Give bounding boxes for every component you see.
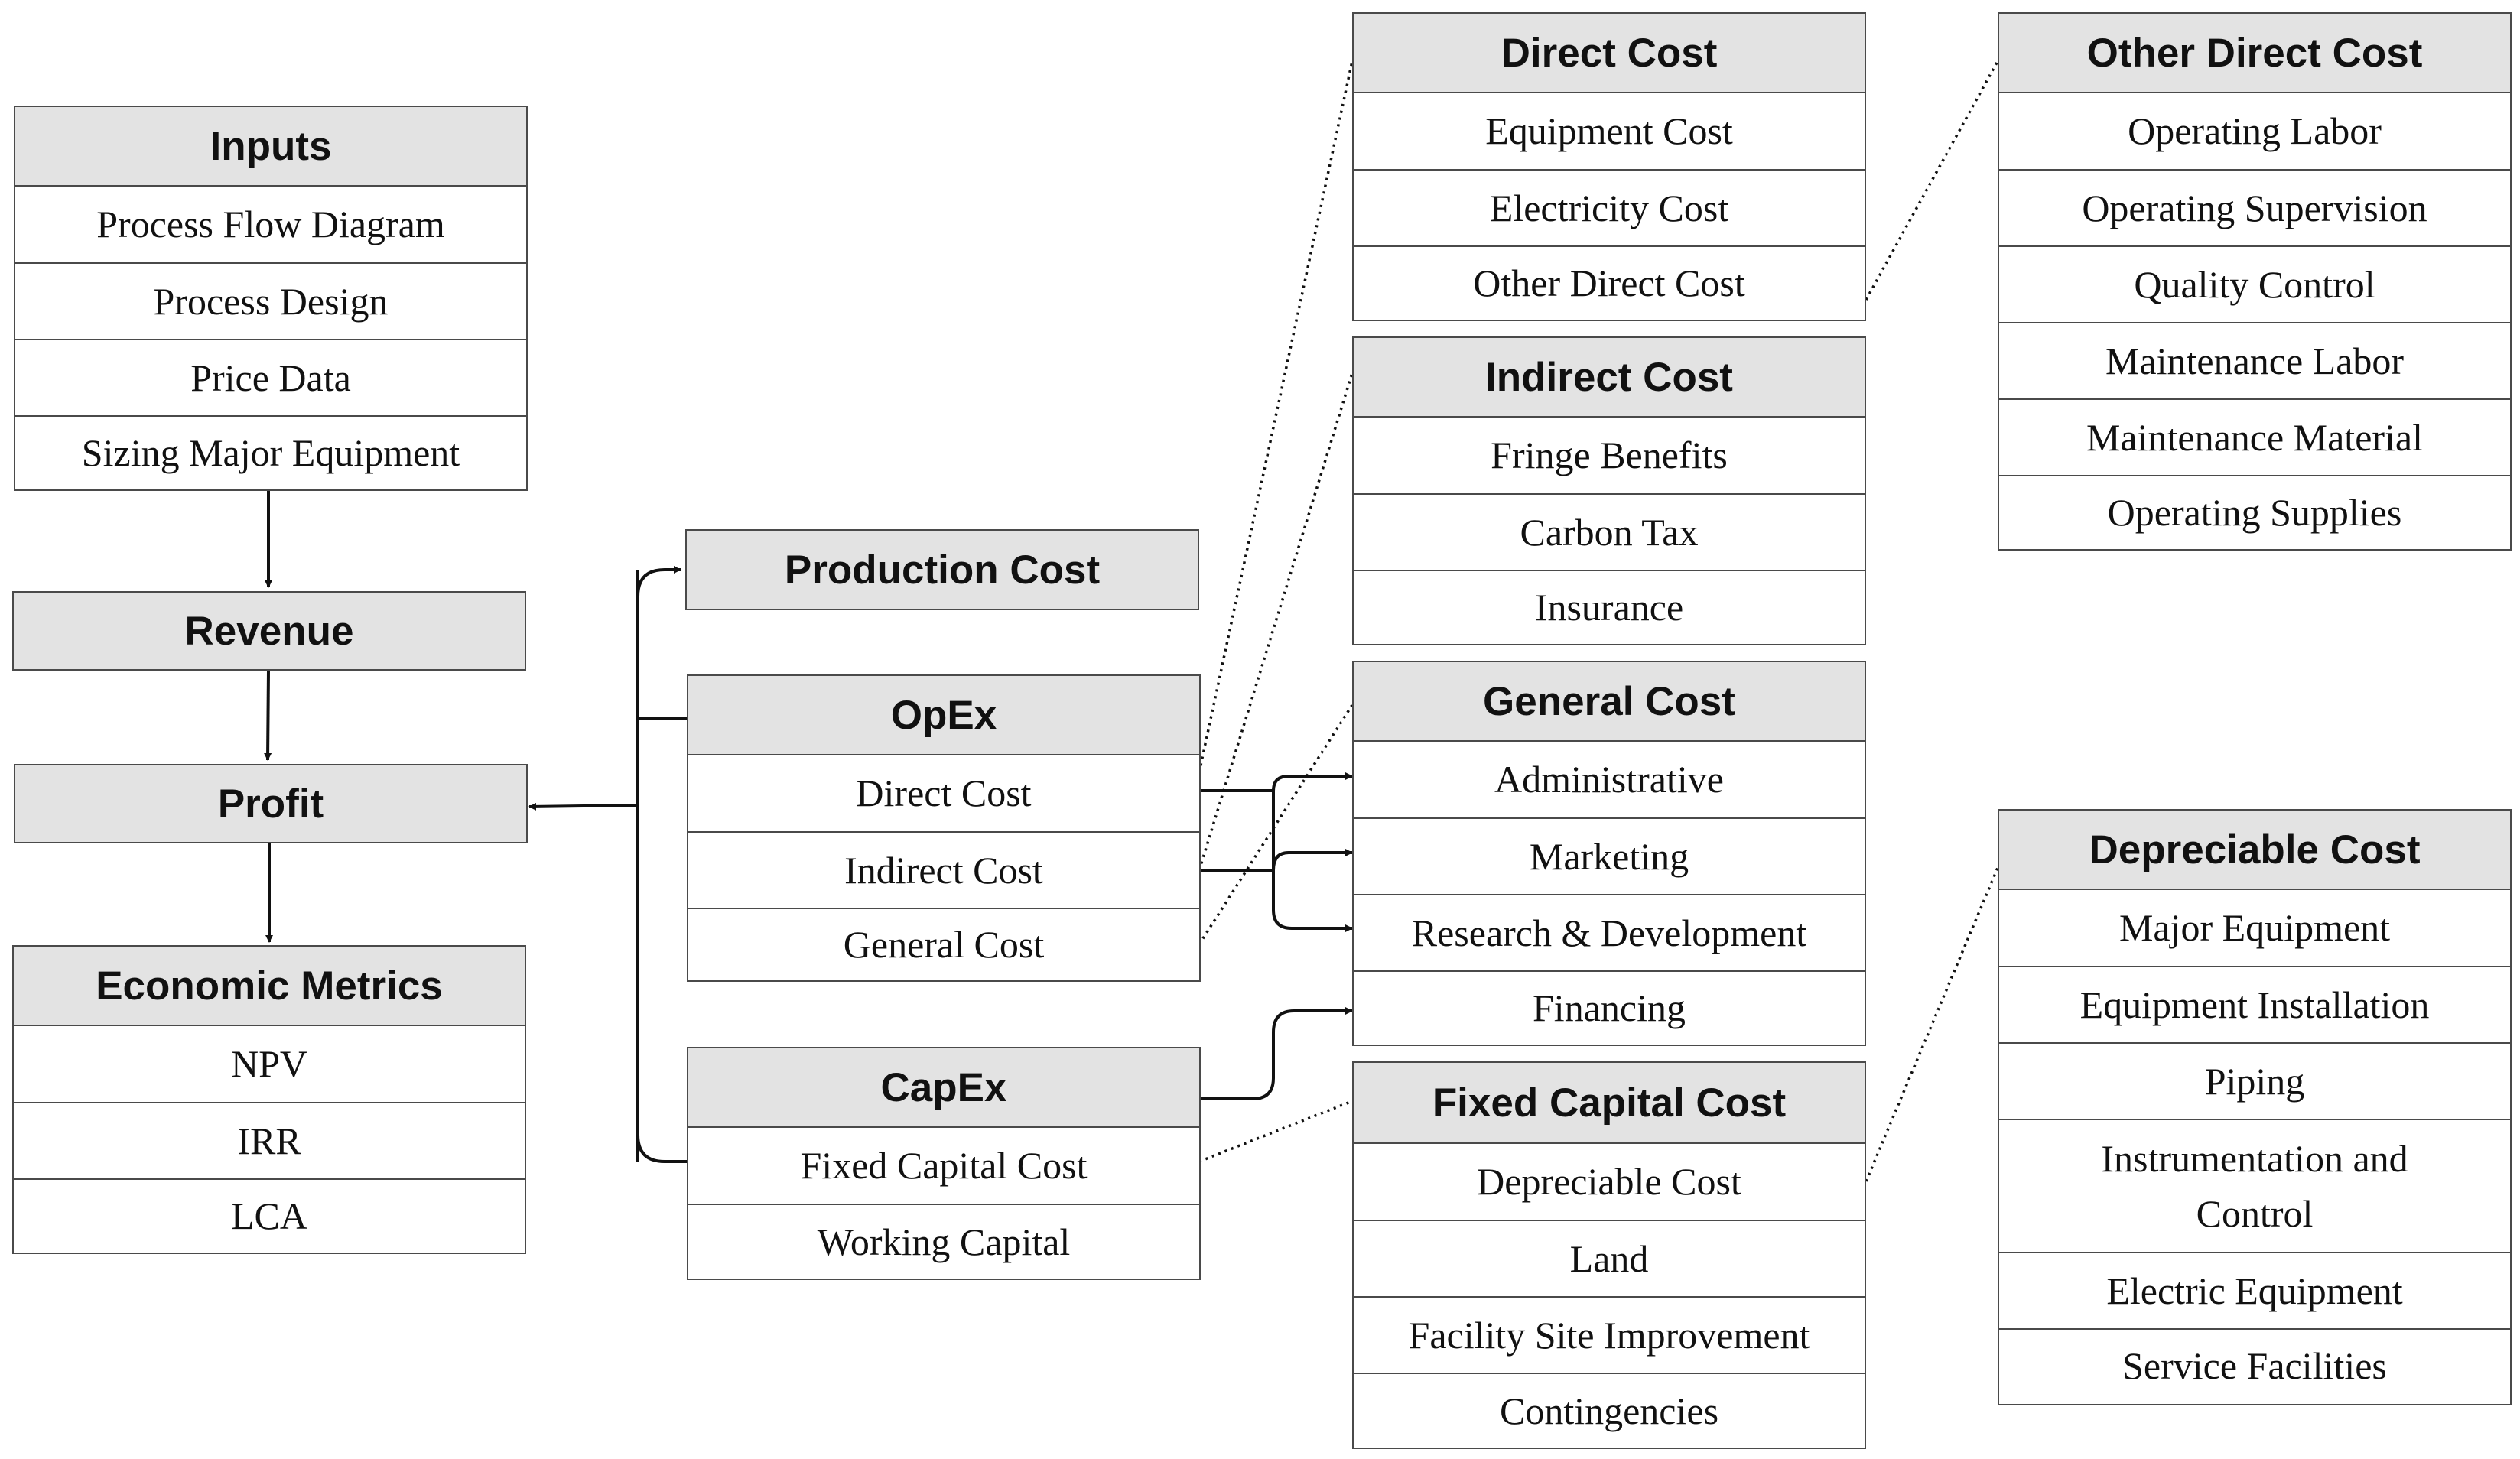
depreciable-item: Piping	[1999, 1042, 2510, 1119]
direct-cost-item: Electricity Cost	[1354, 169, 1865, 245]
other-direct-item: Quality Control	[1999, 245, 2510, 322]
opex-item: Indirect Cost	[688, 831, 1199, 908]
general-cost-item: Financing	[1354, 970, 1865, 1045]
inputs-title: Inputs	[15, 107, 526, 187]
indirect-cost-box: Indirect Cost Fringe Benefits Carbon Tax…	[1352, 336, 1866, 645]
depreciable-item: Electric Equipment	[1999, 1252, 2510, 1328]
fixed-capital-item: Contingencies	[1354, 1373, 1865, 1448]
other-direct-item: Maintenance Material	[1999, 398, 2510, 475]
bracket-bottom-curve	[636, 1134, 687, 1163]
inputs-item: Price Data	[15, 339, 526, 415]
direct-cost-title: Direct Cost	[1354, 14, 1865, 93]
arrow-direct-to-general	[1199, 772, 1353, 792]
general-cost-box: General Cost Administrative Marketing Re…	[1352, 661, 1866, 1046]
inputs-item: Sizing Major Equipment	[15, 415, 526, 489]
capex-box: CapEx Fixed Capital Cost Working Capital	[687, 1047, 1201, 1280]
inputs-item: Process Flow Diagram	[96, 203, 445, 246]
metric-item: IRR	[14, 1102, 525, 1178]
dotted-other-direct	[1865, 60, 1999, 301]
depreciable-item: Equipment Installation	[1999, 966, 2510, 1042]
other-direct-cost-title: Other Direct Cost	[1999, 14, 2510, 93]
revenue-title: Revenue	[14, 593, 525, 669]
dotted-depreciable	[1865, 867, 1999, 1182]
branch-line	[1272, 791, 1353, 932]
fixed-capital-item: Land	[1354, 1220, 1865, 1296]
opex-box: OpEx Direct Cost Indirect Cost General C…	[687, 674, 1201, 982]
other-direct-item: Operating Supplies	[1999, 475, 2510, 549]
opex-item: General Cost	[688, 908, 1199, 980]
opex-title: OpEx	[688, 676, 1199, 755]
depreciable-item: Instrumentation and Control	[1999, 1119, 2510, 1252]
other-direct-item: Maintenance Labor	[1999, 322, 2510, 398]
other-direct-cost-box: Other Direct Cost Operating Labor Operat…	[1998, 12, 2512, 551]
metric-item: LCA	[14, 1178, 525, 1253]
arrow-indirect-to-general	[1199, 849, 1353, 872]
economic-metrics-box: Economic Metrics NPV IRR LCA	[12, 945, 526, 1254]
profit-title: Profit	[15, 765, 526, 842]
dotted-indirect-cost	[1198, 372, 1354, 871]
depreciable-cost-box: Depreciable Cost Major Equipment Equipme…	[1998, 809, 2512, 1405]
arrow-to-profit	[528, 802, 639, 811]
fixed-capital-item: Facility Site Improvement	[1354, 1296, 1865, 1373]
metric-item: NPV	[230, 1042, 308, 1086]
opex-item: Direct Cost	[856, 772, 1032, 815]
indirect-cost-item: Fringe Benefits	[1491, 434, 1728, 477]
inputs-box: Inputs Process Flow Diagram Process Desi…	[14, 106, 528, 491]
dotted-general-cost	[1198, 704, 1354, 945]
arrow-capex-to-financing	[1199, 1007, 1353, 1100]
inputs-item: Process Design	[15, 262, 526, 339]
depreciable-item: Major Equipment	[2118, 906, 2391, 950]
depreciable-cost-title: Depreciable Cost	[1999, 811, 2510, 890]
indirect-cost-item: Carbon Tax	[1354, 493, 1865, 570]
capex-item: Fixed Capital Cost	[800, 1144, 1088, 1188]
general-cost-item: Administrative	[1494, 758, 1724, 801]
dotted-fixed-capital	[1198, 1100, 1353, 1163]
bracket-top-curve	[636, 566, 681, 597]
other-direct-item: Operating Supervision	[1999, 169, 2510, 245]
revenue-box: Revenue	[12, 591, 526, 671]
production-cost-title: Production Cost	[687, 531, 1198, 609]
fixed-capital-cost-box: Fixed Capital Cost Depreciable Cost Land…	[1352, 1061, 1866, 1449]
dotted-direct-cost	[1198, 60, 1354, 773]
production-cost-box: Production Cost	[685, 529, 1199, 610]
other-direct-item: Operating Labor	[2128, 109, 2382, 153]
general-cost-item: Marketing	[1354, 817, 1865, 894]
indirect-cost-item: Insurance	[1354, 570, 1865, 644]
economic-metrics-title: Economic Metrics	[14, 947, 525, 1026]
direct-cost-item: Equipment Cost	[1485, 109, 1733, 153]
profit-box: Profit	[14, 764, 528, 843]
depreciable-item: Service Facilities	[1999, 1328, 2510, 1402]
fixed-capital-item: Depreciable Cost	[1477, 1160, 1741, 1204]
general-cost-item: Research & Development	[1354, 894, 1865, 970]
capex-title: CapEx	[688, 1048, 1199, 1128]
direct-cost-item: Other Direct Cost	[1354, 245, 1865, 320]
capex-item: Working Capital	[688, 1204, 1199, 1279]
general-cost-title: General Cost	[1354, 662, 1865, 742]
fixed-capital-cost-title: Fixed Capital Cost	[1354, 1063, 1865, 1144]
direct-cost-box: Direct Cost Equipment Cost Electricity C…	[1352, 12, 1866, 321]
indirect-cost-title: Indirect Cost	[1354, 338, 1865, 418]
